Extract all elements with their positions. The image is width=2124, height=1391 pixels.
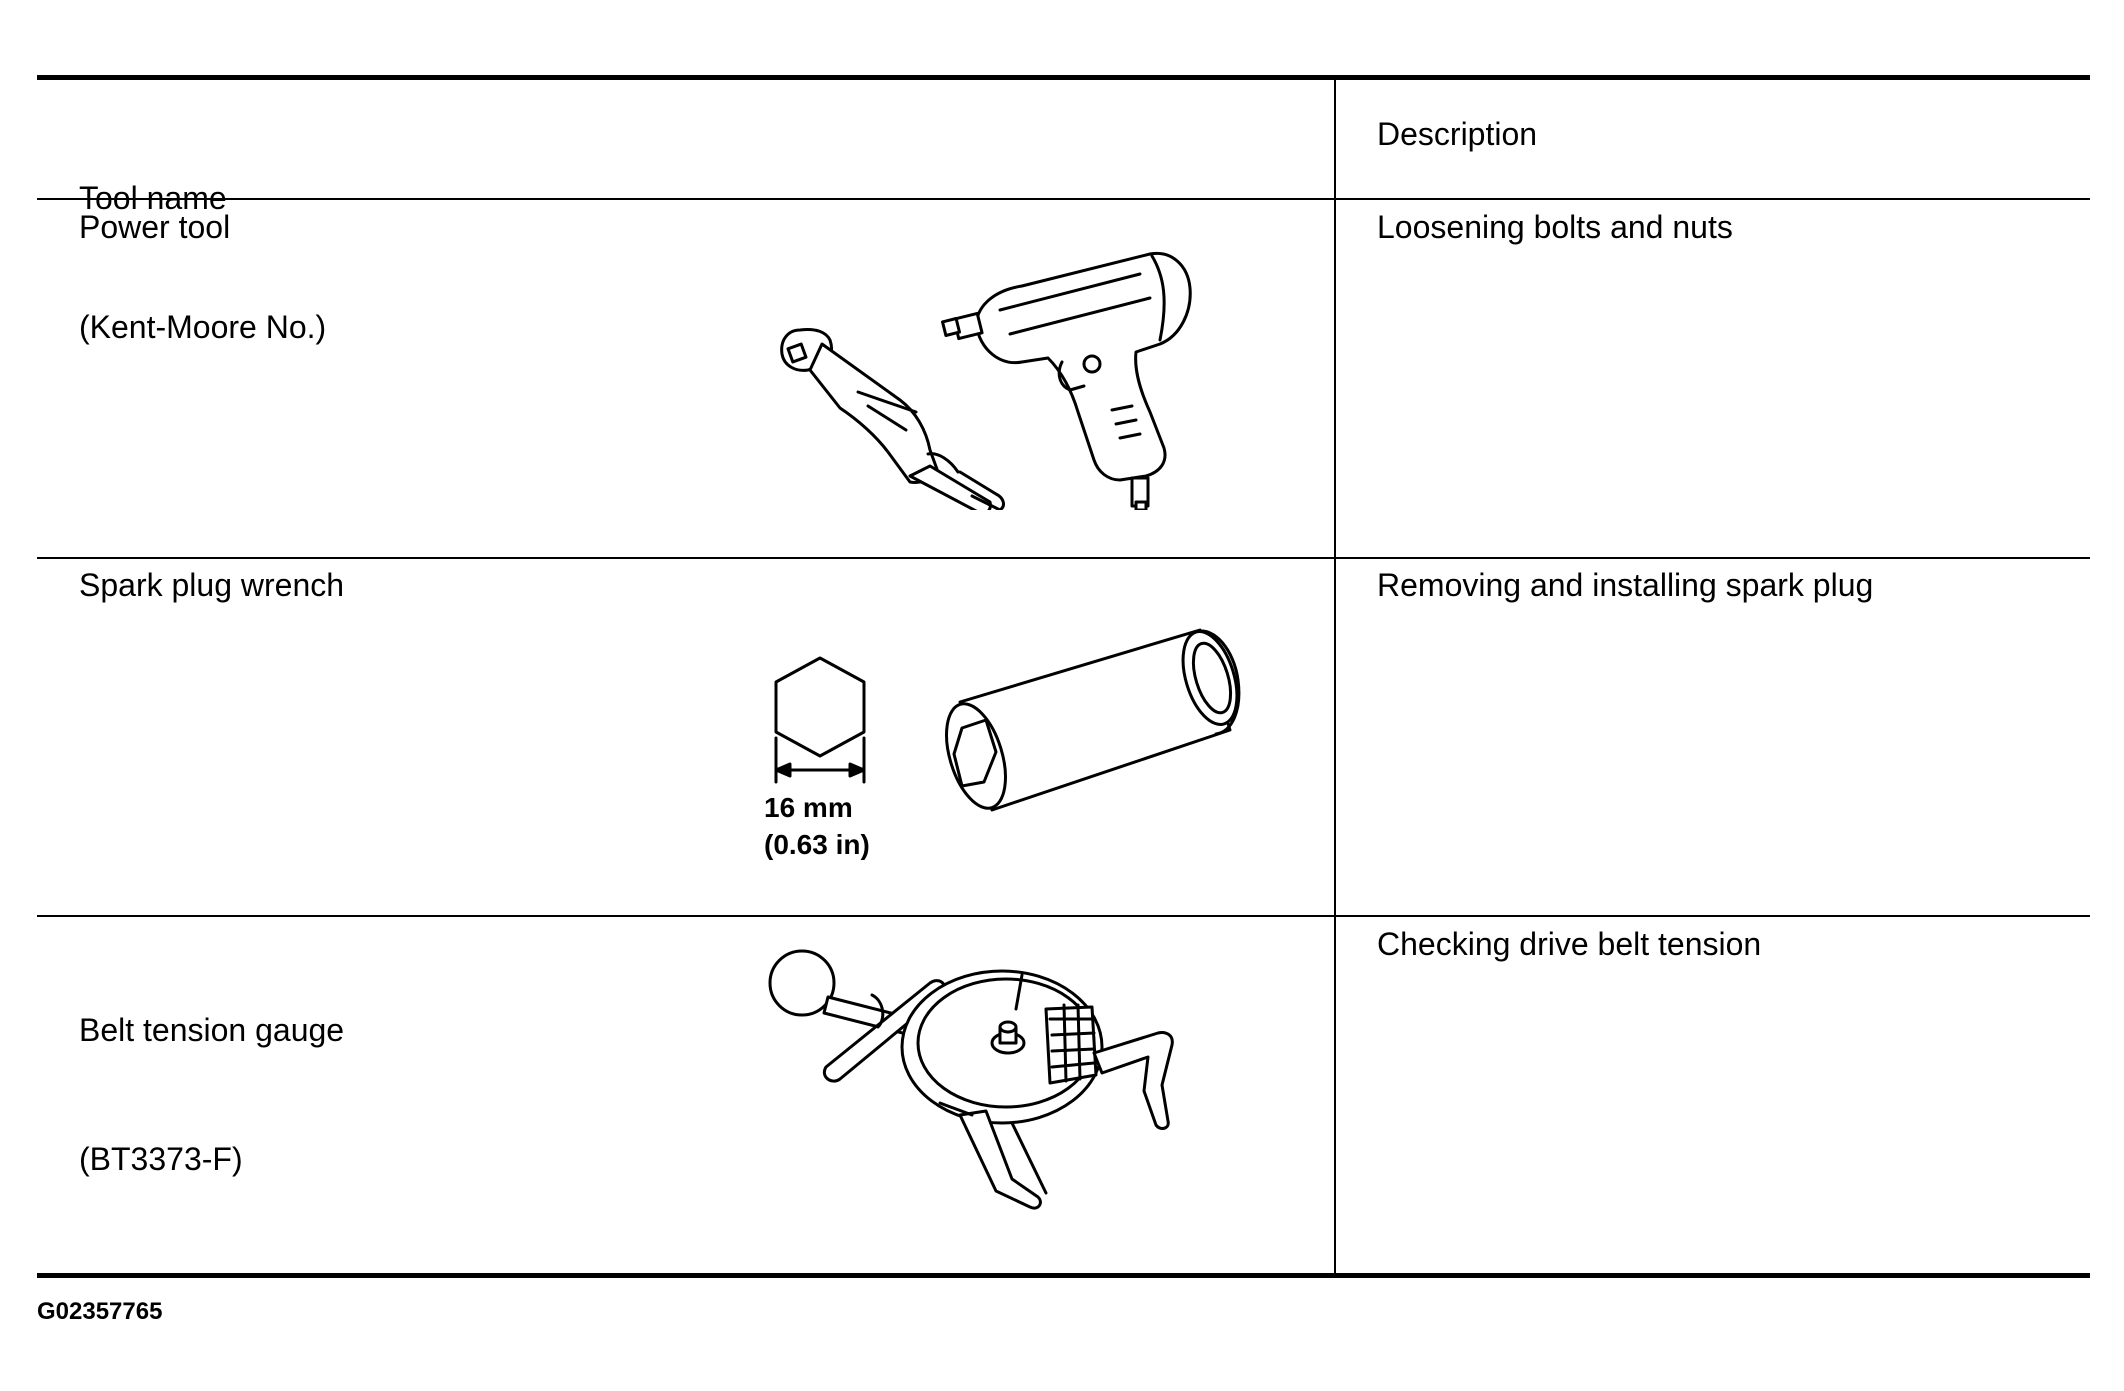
table-bottom-rule bbox=[37, 1273, 2090, 1278]
table-top-rule bbox=[37, 75, 2090, 80]
row-power-tool-description: Loosening bolts and nuts bbox=[1377, 209, 1733, 245]
row-divider-2 bbox=[37, 915, 2090, 917]
gauge-knob bbox=[768, 949, 836, 1017]
ratchet-square-drive bbox=[786, 342, 808, 364]
spark-plug-wrench-illustration-icon: 16 mm (0.63 in) bbox=[764, 628, 1241, 860]
gauge-lower-foot bbox=[958, 1109, 1042, 1210]
row-spark-plug-wrench-name: Spark plug wrench bbox=[79, 567, 345, 603]
dimension-mm-label: 16 mm bbox=[764, 792, 853, 823]
header-description: Description bbox=[1377, 116, 1538, 152]
row-spark-plug-wrench-description: Removing and installing spark plug bbox=[1377, 567, 1874, 603]
ratchet-body-shape bbox=[808, 342, 940, 484]
header-tool-name: Tool name (Kent-Moore No.) bbox=[79, 91, 326, 392]
gauge-right-foot bbox=[1092, 1031, 1174, 1130]
belt-tension-gauge-illustration-icon bbox=[768, 949, 1174, 1210]
belt-tension-gauge-number: (BT3373-F) bbox=[79, 1141, 243, 1177]
row-belt-tension-gauge-name: Belt tension gauge (BT3373-F) bbox=[79, 923, 344, 1224]
column-divider bbox=[1334, 80, 1336, 1276]
row-belt-tension-gauge-description: Checking drive belt tension bbox=[1377, 926, 1762, 962]
belt-tension-gauge-label: Belt tension gauge bbox=[79, 1012, 345, 1048]
dimension-in-label: (0.63 in) bbox=[764, 829, 870, 860]
row-divider-1 bbox=[37, 557, 2090, 559]
row-power-tool-name: Power tool bbox=[79, 209, 231, 245]
power-tool-illustration-icon bbox=[780, 251, 1192, 510]
impact-wrench-trigger bbox=[1057, 360, 1086, 392]
header-kent-moore-label: (Kent-Moore No.) bbox=[79, 309, 327, 345]
hex-profile-shape bbox=[774, 656, 866, 758]
header-tool-name-label: Tool name bbox=[79, 180, 227, 216]
header-bottom-rule bbox=[37, 198, 2090, 200]
ratchet-lever-shape bbox=[908, 464, 992, 510]
figure-id: G02357765 bbox=[37, 1298, 163, 1325]
